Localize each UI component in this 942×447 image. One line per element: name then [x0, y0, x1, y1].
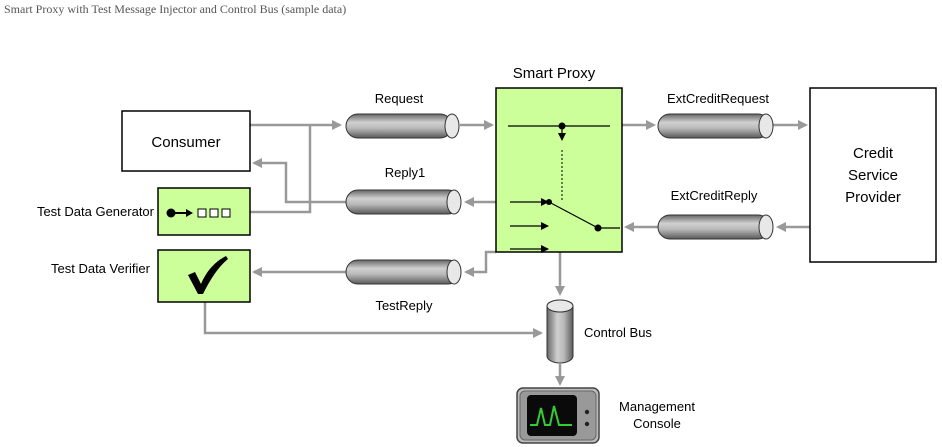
reply1-channel [345, 189, 462, 215]
checkmark-icon [188, 256, 228, 294]
figure-caption: Smart Proxy with Test Message Injector a… [4, 2, 347, 16]
connections [203, 120, 810, 386]
request-channel [345, 113, 460, 139]
consumer-box: Consumer [121, 110, 251, 172]
testreply-channel [345, 259, 462, 285]
consumer-label: Consumer [151, 134, 220, 151]
extcreditrequest-channel [657, 113, 774, 139]
reply1-to-consumer-line [252, 158, 346, 204]
extcreditreply-channel [657, 214, 774, 240]
monitor-icon [516, 387, 600, 444]
extcreditreply-label: ExtCreditReply [671, 188, 758, 203]
generator-dots-icon [166, 208, 231, 218]
credit-service-provider-line-3: Provider [845, 189, 901, 206]
smart-proxy-box [495, 87, 623, 253]
credit-service-provider-line-2: Service [848, 167, 898, 184]
smart-proxy-label: Smart Proxy [513, 65, 596, 82]
management-console-line-1: Management [619, 399, 695, 414]
extcreditrequest-label: ExtCreditRequest [667, 91, 769, 106]
test-data-verifier-label: Test Data Verifier [51, 261, 151, 276]
test-data-verifier-box [157, 249, 251, 303]
reply1-label: Reply1 [385, 165, 425, 180]
testreply-label: TestReply [375, 298, 433, 313]
proxy-to-testreply-line [464, 250, 496, 277]
generator-to-request-line [250, 125, 312, 214]
credit-service-provider-line-1: Credit [853, 145, 894, 162]
management-console-line-2: Console [633, 416, 681, 431]
control-bus-channel [546, 299, 574, 364]
request-label: Request [375, 91, 424, 106]
test-data-generator-label: Test Data Generator [37, 204, 155, 219]
verifier-to-controlbus-line [203, 302, 543, 338]
credit-service-provider-box: Credit Service Provider [809, 87, 937, 263]
test-data-generator-box [157, 187, 251, 236]
control-bus-label: Control Bus [584, 325, 652, 340]
